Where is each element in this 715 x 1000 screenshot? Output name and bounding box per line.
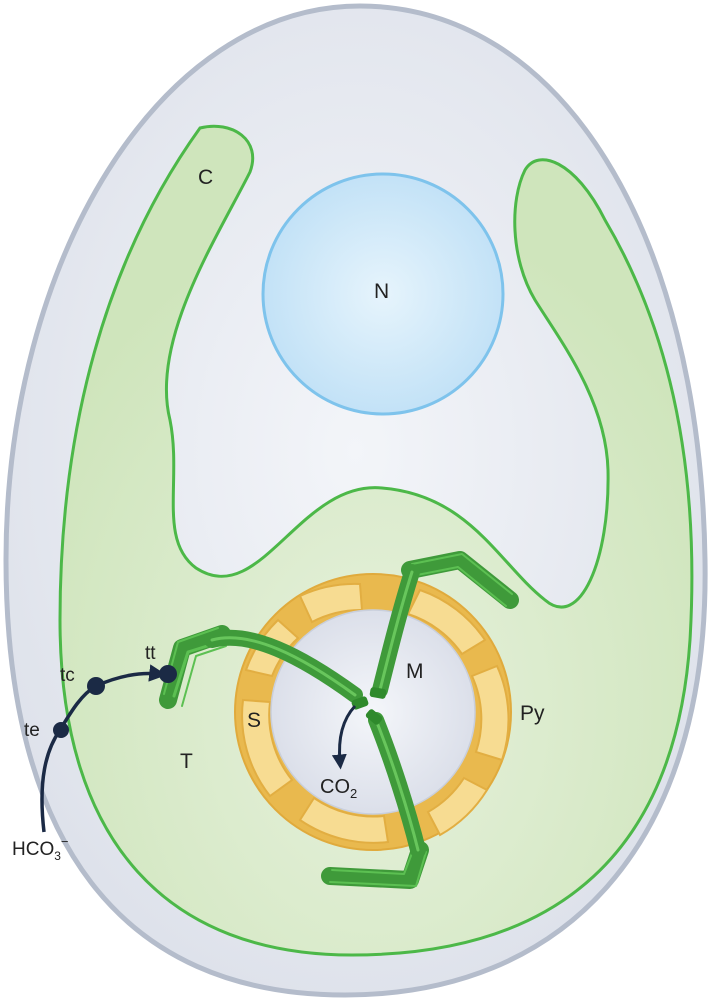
thylakoid-tubules xyxy=(159,551,519,889)
transporter-tc xyxy=(87,677,105,695)
hco3-subscript: 3 xyxy=(54,849,61,863)
label-tt: tt xyxy=(145,643,156,664)
label-chloroplast: C xyxy=(198,166,213,189)
co2-release-arrow xyxy=(331,704,357,770)
co2-subscript: 2 xyxy=(350,786,357,801)
starch-plate xyxy=(241,698,294,798)
label-pyrenoid: Py xyxy=(520,702,545,725)
hco3-main: HCO xyxy=(12,839,54,860)
starch-plate xyxy=(426,776,489,837)
starch-plate xyxy=(406,588,487,656)
starch-plate xyxy=(470,664,510,762)
bicarbonate-transport-path xyxy=(40,664,167,833)
nucleus xyxy=(261,172,505,416)
label-nucleus: N xyxy=(374,280,389,303)
label-te: te xyxy=(24,720,40,741)
thylakoid-stack-top xyxy=(401,551,519,609)
label-starch: S xyxy=(247,709,261,732)
label-thylakoid: T xyxy=(180,750,193,773)
hco3-superscript: − xyxy=(61,834,69,849)
chloroplast xyxy=(58,124,694,957)
label-bicarbonate: HCO3− xyxy=(12,834,69,863)
label-tc: tc xyxy=(60,665,75,686)
transporter-tt xyxy=(159,665,177,683)
starch-plate xyxy=(298,796,390,844)
label-mitochondrion: M xyxy=(406,660,424,683)
co2-main: CO xyxy=(320,776,350,798)
tubule-junction xyxy=(351,687,387,725)
thylakoid-stack-bottom xyxy=(321,841,429,889)
label-co2: CO2 xyxy=(320,776,357,801)
transporter-te xyxy=(53,722,69,738)
